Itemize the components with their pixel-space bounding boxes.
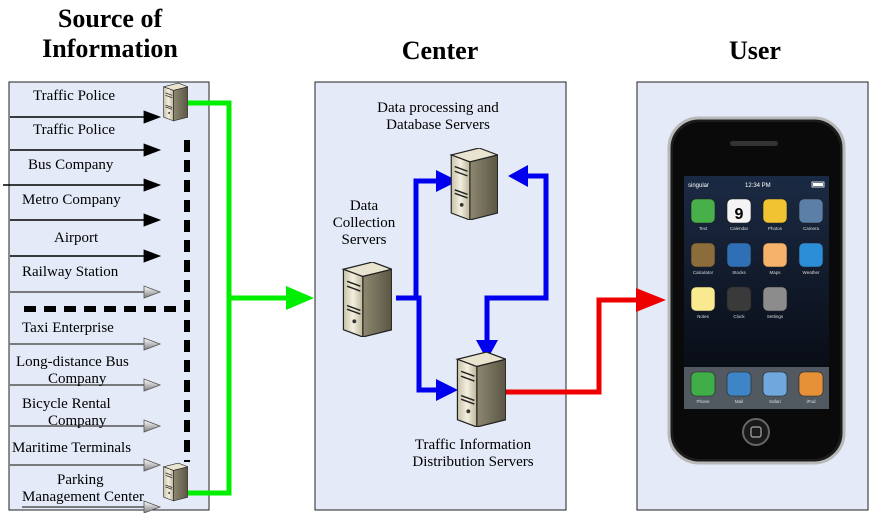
home-button-icon xyxy=(742,418,770,446)
source-label: Taxi Enterprise xyxy=(22,320,114,336)
source-label: Maritime Terminals xyxy=(12,440,132,456)
dock-app-label: Phone xyxy=(696,399,710,404)
phone-app-icon xyxy=(690,198,716,224)
dock-app-label: Mail xyxy=(735,399,743,404)
source-label: Bicycle Rental xyxy=(22,396,111,412)
dock-app-icon xyxy=(690,371,716,397)
phone-app-label: Weather xyxy=(803,270,820,275)
db-server-label-line-2: Database Servers xyxy=(386,117,490,133)
distribution-db-blue-loop xyxy=(484,173,549,342)
source-arrowhead xyxy=(143,178,162,192)
source-label: Long-distance Bus xyxy=(16,354,129,370)
source-arrowhead xyxy=(143,458,162,472)
phone-app-icon xyxy=(726,198,752,224)
source-label: Traffic Police xyxy=(33,122,116,138)
center-to-user-red-arrowhead xyxy=(636,288,666,312)
collection-to-distribution-blue-line xyxy=(399,295,440,393)
phone-app-icon xyxy=(762,198,788,224)
source-arrowhead xyxy=(143,110,162,124)
calendar-day-text: 9 xyxy=(735,206,744,223)
source-arrowhead xyxy=(143,213,162,227)
source-input-arrows xyxy=(3,110,162,513)
source-arrowhead xyxy=(143,378,162,392)
dock-app-icon xyxy=(798,371,824,397)
loop-to-db-blue-arrowhead xyxy=(508,165,528,187)
source-arrowhead xyxy=(143,419,162,433)
parking-server-icon xyxy=(163,462,188,502)
phone-time: 12:34 PM xyxy=(745,183,771,189)
source-heading-line-1: Source of xyxy=(57,4,163,33)
collection-server-label: Data Collection Servers xyxy=(322,198,406,249)
phone-app-label: Settings xyxy=(767,314,784,319)
database-server-icon xyxy=(450,148,498,220)
loop-to-distribution-blue-arrowhead xyxy=(476,340,498,360)
phone-app-label: Maps xyxy=(769,270,781,275)
phone-app-icon xyxy=(762,242,788,268)
source-label: Railway Station xyxy=(22,264,119,280)
source-arrowhead xyxy=(143,249,162,263)
collection-server-label-line-3: Servers xyxy=(341,232,387,248)
collection-server-label-line-2: Collection xyxy=(332,215,396,231)
collection-server-label-line-1: Data xyxy=(349,198,379,214)
phone-app-label: Camera xyxy=(803,226,820,231)
dock-app-icon xyxy=(726,371,752,397)
phone-app-label: Stocks xyxy=(732,270,746,275)
source-heading-line-2: Information xyxy=(42,33,178,63)
phone-app-label: Calendar xyxy=(730,226,749,231)
distribution-server-label-line-1: Traffic Information xyxy=(414,437,532,453)
center-heading: Center xyxy=(401,36,479,65)
dock-app-icon xyxy=(762,371,788,397)
phone-app-label: Calculator xyxy=(693,270,714,275)
db-server-label-line-1: Data processing and xyxy=(377,100,499,116)
source-label: Metro Company xyxy=(22,192,121,208)
source-label: Bus Company xyxy=(28,157,114,173)
source-heading: Source of Information xyxy=(30,4,190,64)
source-arrowhead xyxy=(143,500,162,513)
source-label: Traffic Police xyxy=(33,88,116,104)
phone-app-icon xyxy=(798,242,824,268)
phone-app-icon xyxy=(762,286,788,312)
source-label: Management Center xyxy=(22,489,145,505)
dock-app-label: iPod xyxy=(806,399,816,404)
phone-dock-apps: Phone Mail Safari iPod xyxy=(690,371,824,404)
source-label: Company xyxy=(48,413,107,429)
source-label: Airport xyxy=(54,230,99,246)
collection-to-db-blue-arrowhead xyxy=(436,170,458,192)
traffic-police-server-icon xyxy=(163,82,188,122)
collection-to-distribution-blue-arrowhead xyxy=(436,379,458,401)
phone-app-label: Text xyxy=(699,226,708,231)
source-label: Parking xyxy=(57,472,104,488)
phone-app-icon xyxy=(690,242,716,268)
distribution-server-icon xyxy=(456,352,506,427)
source-arrowhead xyxy=(143,285,162,299)
phone-app-label: Notes xyxy=(697,314,710,319)
db-server-label: Data processing and Database Servers xyxy=(340,100,536,134)
user-heading: User xyxy=(729,36,781,65)
distribution-server-label-line-2: Distribution Servers xyxy=(412,454,534,470)
center-to-user-red-line xyxy=(506,297,640,395)
phone-app-icon xyxy=(726,242,752,268)
dock-app-label: Safari xyxy=(769,399,781,404)
source-arrowhead xyxy=(143,337,162,351)
source-arrowhead xyxy=(143,143,162,157)
phone-carrier: singular xyxy=(688,183,709,189)
source-label: Company xyxy=(48,371,107,387)
phone-app-label: Photos xyxy=(768,226,783,231)
collection-server-icon xyxy=(342,262,392,337)
phone-app-icon xyxy=(726,286,752,312)
source-panel xyxy=(8,81,210,511)
phone-app-icon xyxy=(798,198,824,224)
phone-app-icon xyxy=(690,286,716,312)
distribution-server-label: Traffic Information Distribution Servers xyxy=(383,437,563,471)
phone-app-label: Clock xyxy=(733,314,745,319)
source-to-center-green-arrowhead xyxy=(286,286,314,310)
